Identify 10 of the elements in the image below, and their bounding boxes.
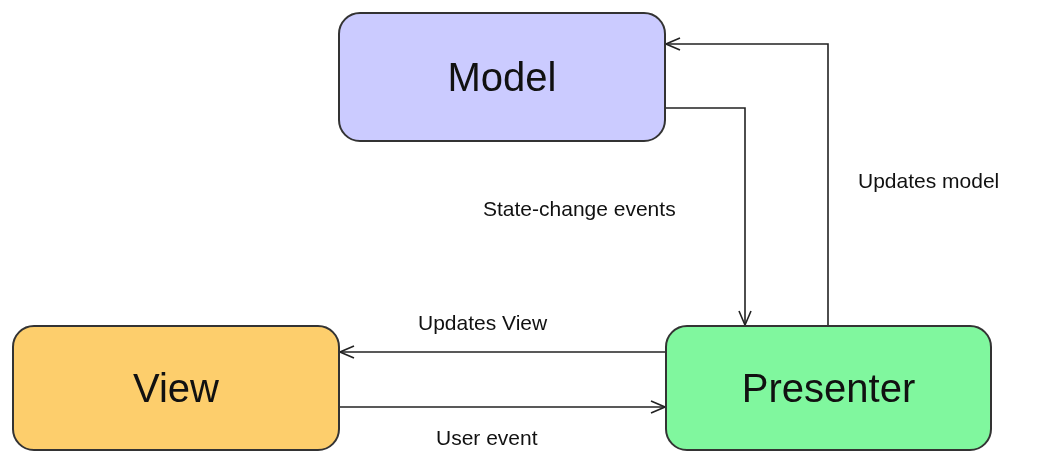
arrow: [665, 107, 752, 326]
component-box: [665, 325, 992, 451]
component-name: Presenter: [741, 365, 916, 411]
component-name: Model: [447, 54, 557, 100]
arrow: [339, 400, 666, 414]
arrow: [339, 345, 666, 359]
component-name: View: [133, 365, 219, 411]
arrow: [665, 37, 829, 326]
component-box: [338, 12, 666, 142]
component-box: [12, 325, 340, 451]
